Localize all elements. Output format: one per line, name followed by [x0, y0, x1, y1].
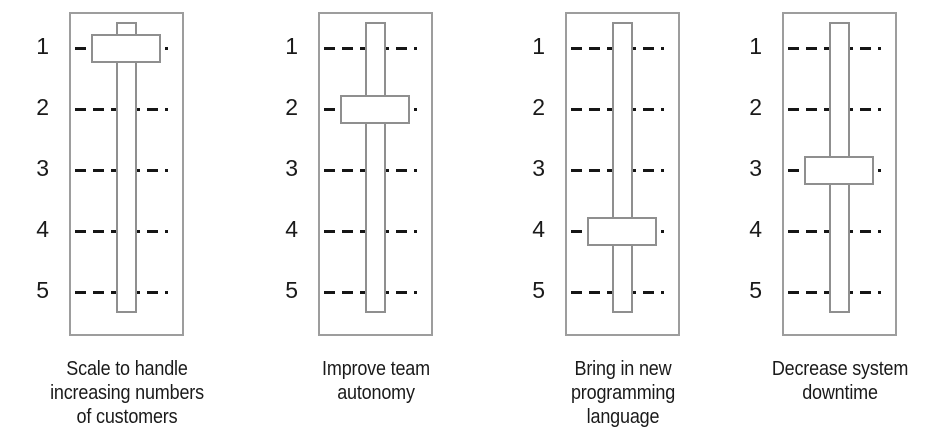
scale-number: 4	[285, 216, 298, 242]
scale-number: 1	[532, 33, 545, 59]
slider-group-new-language: 1 2 3 4 5 Bring in new programming langu…	[532, 12, 680, 428]
scale-number: 2	[532, 94, 545, 120]
scale-number: 1	[749, 33, 762, 59]
scale-number: 3	[36, 155, 49, 181]
scale-number: 5	[749, 277, 762, 303]
slider-group-system-downtime: 1 2 3 4 5 Decrease system downtime	[749, 12, 908, 404]
slider-handle[interactable]	[91, 33, 161, 63]
scale-number: 2	[285, 94, 298, 120]
scale-number: 3	[285, 155, 298, 181]
slider-handle[interactable]	[340, 94, 410, 124]
scale-number: 2	[749, 94, 762, 120]
scale-number: 2	[36, 94, 49, 120]
scale-number: 3	[749, 155, 762, 181]
scale-number: 4	[532, 216, 545, 242]
slider-track[interactable]	[365, 22, 386, 313]
slider-label: Bring in new programming language	[570, 358, 675, 428]
slider-panel	[69, 12, 184, 336]
slider-handle[interactable]	[804, 155, 874, 185]
scale-number: 5	[532, 277, 545, 303]
slider-group-team-autonomy: 1 2 3 4 5 Improve team autonomy	[285, 12, 433, 404]
slider-track[interactable]	[612, 22, 633, 313]
scale-number: 4	[36, 216, 49, 242]
slider-panel	[565, 12, 680, 336]
scale-number: 4	[749, 216, 762, 242]
slider-panel	[782, 12, 897, 336]
scale-number: 5	[36, 277, 49, 303]
slider-panel	[318, 12, 433, 336]
slider-label: Decrease system downtime	[771, 358, 908, 404]
slider-group-scale-customers: 1 2 3 4 5 Scale to handle increasing num…	[36, 12, 204, 428]
slider-track[interactable]	[116, 22, 137, 313]
scale-number: 3	[532, 155, 545, 181]
slider-label: Scale to handle increasing numbers of cu…	[49, 358, 204, 428]
scale-number: 5	[285, 277, 298, 303]
scale-number: 1	[285, 33, 298, 59]
scale-number: 1	[36, 33, 49, 59]
slider-handle[interactable]	[587, 216, 657, 246]
slider-label: Improve team autonomy	[321, 358, 430, 404]
